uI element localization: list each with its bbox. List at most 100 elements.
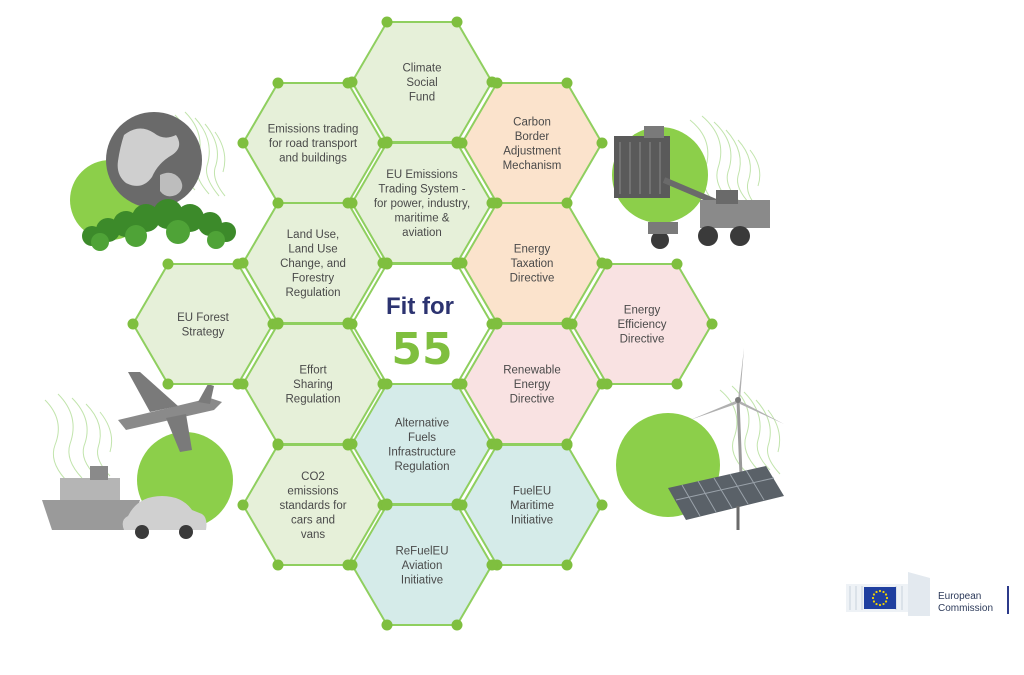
center-title-block: Fit for 55 [386, 293, 454, 375]
hex-vertex-dot [456, 378, 468, 390]
hex-vertex-dot [127, 318, 139, 330]
hex-label-line: Fund [409, 92, 435, 104]
hex-vertex-dot [272, 197, 284, 209]
hex-label-line: CO2 [301, 471, 325, 483]
hex-label-line: EU Emissions [386, 169, 458, 181]
hex-vertex-dot [377, 378, 389, 390]
renewables-illustration [616, 348, 784, 530]
hex-vertex-dot [272, 439, 284, 451]
hex-vertex-dot [232, 258, 244, 270]
transport-illustration [42, 372, 233, 539]
hex-label-line: cars and [291, 515, 335, 527]
hex-label-line: emissions [287, 486, 338, 498]
hex-label-line: and buildings [279, 153, 347, 165]
eu-star [872, 593, 876, 596]
hex-vertex-dot [491, 318, 503, 330]
hex-vertex-dot [451, 137, 463, 149]
hex-label-line: Maritime [510, 500, 554, 512]
hex-label-line: Mechanism [503, 160, 562, 172]
hex-vertex-dot [342, 77, 354, 89]
hex-label-line: ReFuelEU [395, 546, 448, 558]
hex-vertex-dot [561, 77, 573, 89]
hex-label-line: Land Use, [287, 229, 339, 241]
hex-label-line: Directive [510, 273, 555, 285]
hex-label-line: for power, industry, [374, 198, 470, 210]
hex-label-line: Trading System - [378, 184, 465, 196]
hex-vertex-dot [601, 258, 613, 270]
hex-label-line: Initiative [511, 515, 553, 527]
hex-vertex-dot [451, 499, 463, 511]
hex-vertex-dot [346, 197, 358, 209]
hex-vertex-dot [237, 137, 249, 149]
hex-vertex-dot [381, 16, 393, 28]
hex-label-line: Carbon [513, 116, 551, 128]
hex-label-line: Climate [403, 63, 442, 75]
hex-vertex-dot [377, 257, 389, 269]
hex-label-line: Energy [624, 305, 661, 317]
eu-star [878, 589, 882, 593]
hex-vertex-dot [561, 318, 573, 330]
hex-label-line: Renewable [503, 365, 561, 377]
hex-vertex-dot [342, 439, 354, 451]
hex-label-line: Sharing [293, 379, 333, 391]
hex-vertex-dot [671, 258, 683, 270]
hex-vertex-dot [671, 378, 683, 390]
eu-star [875, 602, 878, 606]
hex-vertex-dot [561, 559, 573, 571]
eu-star [872, 600, 876, 603]
hex-vertex-dot [486, 559, 498, 571]
hex-vertex-dot [272, 318, 284, 330]
hex-label-line: FuelEU [513, 486, 551, 498]
port-crane-illustration [612, 115, 770, 249]
hex-label-line: standards for [279, 500, 346, 512]
hex-label-line: Fuels [408, 432, 436, 444]
hex-vertex-dot [381, 137, 393, 149]
hex-label-line: Aviation [402, 560, 443, 572]
hex-label-line: Effort [299, 365, 327, 377]
eu-star [871, 596, 875, 600]
european-commission-logo[interactable]: European Commission [846, 572, 1009, 616]
hex-vertex-dot [451, 16, 463, 28]
hex-label-line: Strategy [182, 326, 225, 338]
eu-star [884, 600, 888, 603]
hex-label-line: Emissions trading [268, 124, 359, 136]
eu-star [882, 590, 885, 594]
eu-star [884, 593, 888, 596]
hex-label-line: Energy [514, 379, 551, 391]
hex-label-line: Initiative [401, 575, 443, 587]
hex-vertex-dot [381, 499, 393, 511]
hex-label-line: Regulation [286, 287, 341, 299]
hex-label-line: Energy [514, 244, 551, 256]
earth-forest-illustration [70, 111, 236, 251]
eu-star [875, 590, 878, 594]
hex-vertex-dot [272, 559, 284, 571]
hex-vertex-dot [491, 439, 503, 451]
hex-vertex-dot [561, 197, 573, 209]
eu-star [878, 603, 882, 607]
hex-label-line: Directive [620, 334, 665, 346]
